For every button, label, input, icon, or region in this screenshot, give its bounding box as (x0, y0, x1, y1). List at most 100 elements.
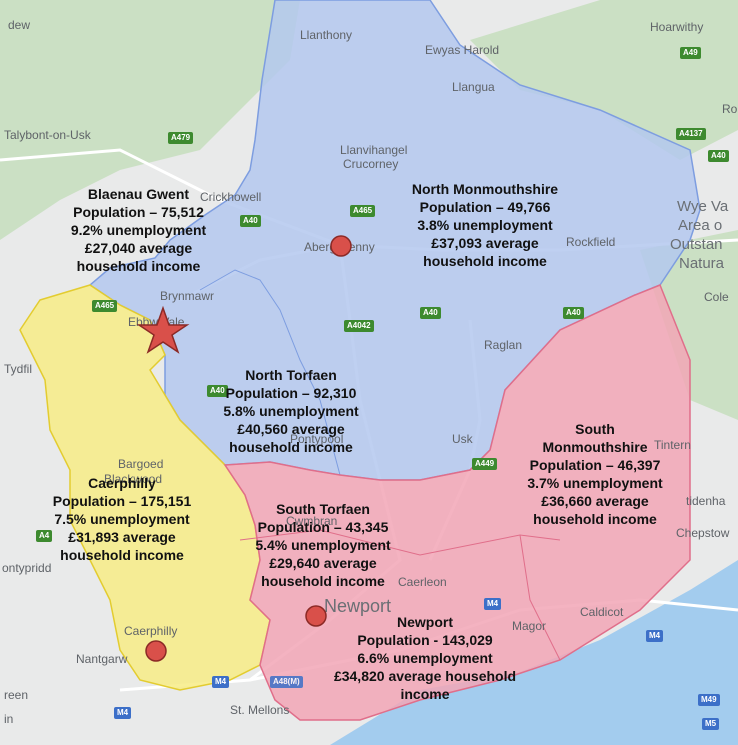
region-unemployment: 3.8% unemployment (417, 217, 553, 233)
road-shield: A449 (472, 458, 498, 470)
region-population: Population – 92,310 (225, 385, 357, 401)
place-label: Tintern (654, 438, 691, 452)
place-label: Caldicot (580, 605, 624, 619)
place-label: Crickhowell (200, 190, 262, 204)
place-label: dew (8, 18, 31, 32)
road-shield: A40 (420, 307, 441, 319)
region-unemployment: 5.4% unemployment (255, 537, 391, 553)
region-name: South (575, 421, 615, 437)
place-label: Pontypool (290, 432, 344, 446)
region-income: household income (261, 573, 385, 589)
info-caerphilly: Caerphilly Population – 175,151 7.5% une… (22, 474, 222, 564)
road-shield: A40 (563, 307, 584, 319)
south-mon-border (519, 534, 561, 661)
info-south-monmouthshire: South Monmouthshire Population – 46,397 … (505, 420, 685, 528)
severn-estuary (330, 560, 738, 745)
place-label: Crucorney (343, 157, 399, 171)
road-shield: A4042 (344, 320, 374, 332)
road-shield: M4 (114, 707, 132, 719)
region-population: Population – 75,512 (73, 204, 204, 220)
region-income: household income (533, 511, 657, 527)
region-population: Population – 43,345 (257, 519, 389, 535)
road-shield: A40 (207, 385, 228, 397)
river-wye-mouth (640, 600, 738, 680)
place-label: Llanvihangel (340, 143, 408, 157)
place-label: Brynmawr (160, 289, 215, 303)
place-label: Blackwood (104, 472, 163, 486)
place-label: Caerleon (398, 575, 447, 589)
info-south-torfaen: South Torfaen Population – 43,345 5.4% u… (228, 500, 418, 590)
region-population: Population – 46,397 (529, 457, 661, 473)
torfaen-border (199, 269, 341, 476)
region-income: household income (423, 253, 547, 269)
hills-north-east (470, 0, 738, 160)
region-name: South Torfaen (276, 501, 370, 517)
road-shield: A48(M) (270, 676, 303, 688)
place-label: Chepstow (676, 526, 730, 540)
place-label: Abergavenny (304, 240, 375, 254)
region-unemployment: 5.8% unemployment (223, 403, 359, 419)
place-label: Caerphilly (124, 624, 178, 638)
place-label: Talybont-on-Usk (4, 128, 91, 142)
region-unemployment: 7.5% unemployment (54, 511, 190, 527)
region-income: £34,820 average household (333, 668, 517, 684)
info-north-monmouthshire: North Monmouthshire Population – 49,766 … (385, 180, 585, 270)
region-name: Caerphilly (88, 475, 156, 491)
road-shield: A49 (680, 47, 701, 59)
region-name: Monmouthshire (542, 439, 648, 455)
place-label: Ewyas Harold (425, 43, 500, 57)
place-label: tidenha (686, 494, 726, 508)
region-income: £27,040 average (84, 240, 193, 256)
place-label: Bargoed (118, 457, 164, 471)
region-income: £40,560 average (237, 421, 345, 437)
place-label: Llangua (452, 80, 495, 94)
road-shield: M4 (484, 598, 502, 610)
place-label: Cwmbran (286, 514, 338, 528)
road-shield: A465 (92, 300, 118, 312)
place-label: Rockfield (566, 235, 616, 249)
region-population: Population - 143,029 (357, 632, 493, 648)
place-label: Llanthony (300, 28, 353, 42)
region-unemployment: 6.6% unemployment (357, 650, 493, 666)
place-label: Outstan (670, 236, 723, 253)
region-unemployment: 9.2% unemployment (70, 222, 207, 238)
region-name: North Monmouthshire (411, 181, 559, 197)
place-label: Natura (679, 255, 725, 272)
road-shield: M4 (212, 676, 230, 688)
region-income: income (400, 686, 450, 702)
region-income: £36,660 average (541, 493, 649, 509)
info-newport: Newport Population - 143,029 6.6% unempl… (305, 613, 545, 703)
region-name: Newport (397, 614, 453, 630)
newport-border (239, 529, 561, 556)
place-label: reen (4, 688, 29, 702)
road-shield: M5 (702, 718, 720, 730)
place-label: Cole (704, 290, 729, 304)
place-label: Newport (324, 596, 392, 616)
road-shield: A465 (350, 205, 376, 217)
place-label: Wye Va (677, 198, 729, 215)
road-shield: A4 (36, 530, 53, 542)
place-label: in (4, 712, 14, 726)
road-shield: A479 (168, 132, 194, 144)
region-income: household income (76, 258, 201, 274)
road-shield: M49 (698, 694, 720, 706)
region-income: £37,093 average (431, 235, 539, 251)
region-population: Population – 49,766 (419, 199, 551, 215)
place-label: Usk (452, 432, 473, 446)
place-label: ontypridd (2, 561, 52, 575)
road-shield: A40 (708, 150, 729, 162)
region-unemployment: 3.7% unemployment (527, 475, 663, 491)
road-shield: M4 (646, 630, 664, 642)
place-label: Raglan (484, 338, 523, 352)
region-name: North Torfaen (245, 367, 337, 383)
place-label: Ro (722, 102, 738, 116)
region-income: household income (229, 439, 353, 455)
road-shield: A40 (240, 215, 261, 227)
info-north-torfaen: North Torfaen Population – 92,310 5.8% u… (196, 366, 386, 456)
region-income: £29,640 average (269, 555, 377, 571)
region-income: £31,893 average (68, 529, 176, 545)
place-label: Nantgarw (76, 652, 128, 666)
place-label: Tydfil (4, 362, 33, 376)
